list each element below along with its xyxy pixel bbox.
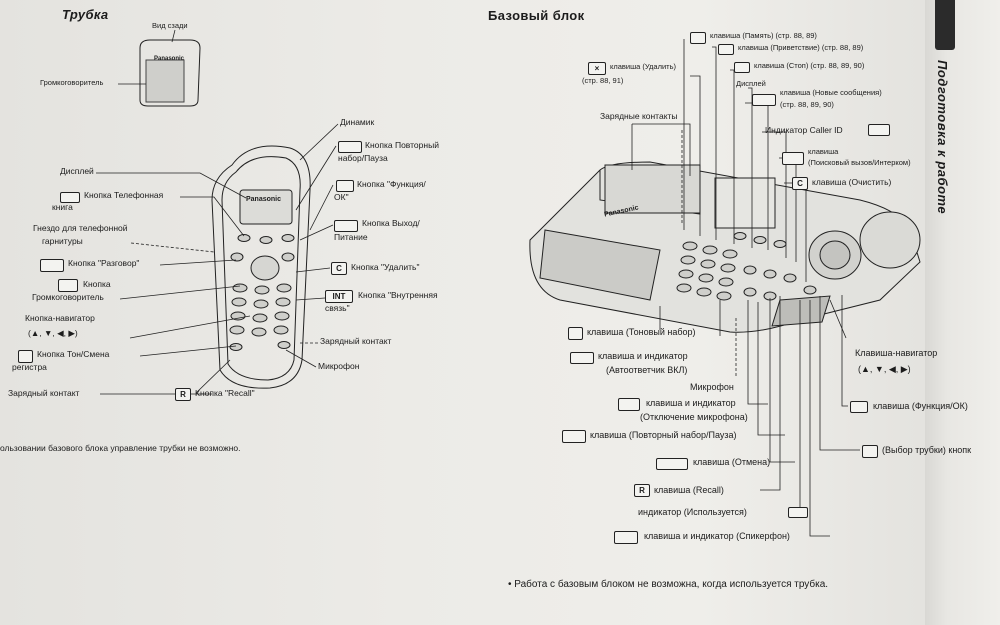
handset-phone-icon (788, 507, 808, 518)
clear-label: клавиша (Очистить) (812, 177, 892, 187)
new-messages-label: клавиша (Новые сообщения) (780, 88, 882, 97)
redial-label: Кнопка Повторный (365, 140, 439, 150)
base-delete-key-icon: × (588, 62, 606, 75)
cancel-key-icon (656, 458, 688, 470)
stop-key-icon (734, 62, 750, 73)
base-note: • Работа с базовым блоком не возможна, к… (508, 579, 829, 590)
base-unit-illustration (529, 161, 921, 333)
phonebook-label-2: книга (52, 202, 73, 212)
back-brand-logo: Panasonic (154, 56, 185, 62)
talk-key-icon (40, 259, 64, 272)
base-navigator-label: Клавиша-навигатор (855, 348, 938, 358)
handset-title: Трубка (62, 7, 109, 22)
headset-jack-label: Гнездо для телефонной (33, 223, 128, 233)
greeting-key-icon (718, 44, 734, 55)
in-use-label: индикатор (Используется) (638, 507, 747, 517)
delete-label: Кнопка "Удалить" (351, 262, 420, 272)
handset-leader-lines (96, 29, 339, 395)
mute-label-2: (Отключение микрофона) (640, 412, 748, 422)
memory-key-icon (690, 32, 706, 44)
greeting-label: клавиша (Приветствие) (стр. 88, 89) (738, 43, 864, 52)
answering-key-icon (570, 352, 594, 364)
handset-front-illustration (211, 145, 311, 389)
handset-back-illustration (139, 39, 201, 107)
handset-footnote: ользовании базового блока управление тру… (0, 443, 241, 453)
handset-select-label: (Выбор трубки) кнопк (882, 445, 972, 455)
talk-label: Кнопка "Разговор" (68, 258, 140, 268)
display-label: Дисплей (60, 166, 94, 176)
exit-key-icon (334, 220, 358, 232)
delete-key-icon: C (331, 262, 347, 275)
base-function-label: клавиша (Функция/ОК) (873, 401, 968, 411)
base-microphone-label: Микрофон (690, 382, 734, 392)
back-view-label: Вид сзади (152, 21, 188, 30)
answering-label: клавиша и индикатор (598, 351, 688, 361)
base-function-key-icon (850, 401, 868, 413)
memory-label: клавиша (Память) (стр. 88, 89) (710, 31, 817, 40)
function-label-2: ОК" (334, 192, 349, 202)
locator-label: клавиша (808, 147, 839, 156)
base-speakerphone-label: клавиша и индикатор (Спикерфон) (644, 531, 790, 541)
base-redial-label: клавиша (Повторный набор/Пауза) (590, 430, 737, 440)
redial-key-icon (338, 141, 362, 153)
phonebook-label: Кнопка Телефонная (84, 190, 164, 200)
page-edge (925, 0, 1000, 625)
recall-key-icon: R (175, 388, 191, 401)
new-messages-label-2: (стр. 88, 89, 90) (780, 100, 834, 109)
clear-key-icon: C (792, 177, 808, 190)
phonebook-key-icon (60, 192, 80, 203)
envelope-icon (868, 124, 890, 136)
base-title: Базовый блок (488, 8, 585, 23)
exit-power-label-2: Питание (334, 232, 368, 242)
exit-power-label: Кнопка Выход/ (362, 218, 420, 228)
base-delete-label: клавиша (Удалить) (610, 62, 676, 71)
back-loudspeaker-label: Громкоговоритель (40, 78, 104, 87)
charge-contact-right-label: Зарядный контакт (320, 336, 392, 346)
speakerphone-label-2: Громкоговоритель (32, 292, 104, 302)
locator-label-2: (Поисковый вызов/Интерком) (808, 158, 911, 167)
function-label: Кнопка "Функция/ (357, 179, 426, 189)
function-key-icon (336, 180, 354, 192)
tone-label: Кнопка Тон/Смена (37, 349, 110, 359)
charge-contact-left-label: Зарядный контакт (8, 388, 80, 398)
section-title: Подготовка к работе (935, 60, 950, 215)
navigator-label: Кнопка-навигатор (25, 313, 95, 323)
stop-label: клавиша (Стоп) (стр. 88, 89, 90) (754, 61, 865, 70)
base-redial-key-icon (562, 430, 586, 443)
base-tone-key-icon (568, 327, 583, 340)
answering-label-2: (Автоответчик ВКЛ) (606, 365, 688, 375)
base-recall-label: клавиша (Recall) (654, 485, 724, 495)
base-tone-label: клавиша (Тоновый набор) (587, 327, 696, 337)
headset-jack-label-2: гарнитуры (42, 236, 83, 246)
intercom-label-2: связь" (325, 303, 350, 313)
base-recall-key-icon: R (634, 484, 650, 497)
cancel-label: клавиша (Отмена) (693, 457, 771, 467)
intercom-key-icon: INT (325, 290, 353, 303)
mute-key-icon (618, 398, 640, 411)
section-tab (935, 0, 955, 50)
handset-microphone-label: Микрофон (318, 361, 360, 371)
base-speakerphone-key-icon (614, 531, 638, 544)
recall-label: Кнопка "Recall" (195, 388, 255, 398)
caller-id-label: Индикатор Caller ID (765, 125, 843, 135)
redial-label-2: набор/Пауза (338, 153, 388, 163)
handset-select-key-icon (862, 445, 878, 458)
new-messages-key-icon (752, 94, 776, 106)
navigator-keys: (▲, ▼, ◀, ▶) (28, 328, 78, 338)
tone-key-icon (18, 350, 33, 363)
base-navigator-keys: (▲, ▼, ◀, ▶) (858, 364, 911, 374)
speakerphone-key-icon (58, 279, 78, 292)
charge-contacts-label: Зарядные контакты (600, 111, 678, 121)
base-display-label: Дисплей (736, 79, 766, 88)
locator-key-icon (782, 152, 804, 165)
tone-label-2: регистра (12, 362, 47, 372)
mute-label: клавиша и индикатор (646, 398, 736, 408)
handset-brand-logo: Panasonic (246, 196, 282, 203)
intercom-label: Кнопка "Внутренняя (358, 290, 438, 300)
speaker-label: Динамик (340, 117, 375, 127)
speakerphone-label: Кнопка (83, 279, 111, 289)
base-delete-label-2: (стр. 88, 91) (582, 76, 624, 85)
